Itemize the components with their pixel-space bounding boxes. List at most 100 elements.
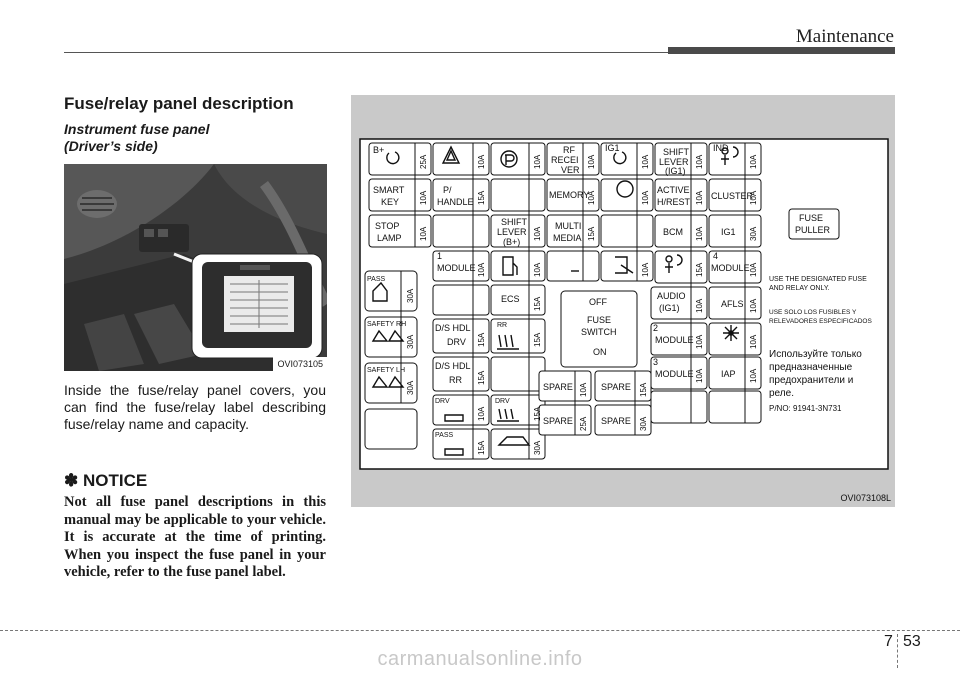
amp-10a-ig1: 10A xyxy=(641,154,650,169)
cell-shift-lever-b xyxy=(490,214,546,248)
instruction-en-1: USE THE DESIGNATED FUSE xyxy=(769,276,867,283)
pass-seat-icon xyxy=(372,281,388,302)
label-safety-rh: SAFETY RH xyxy=(367,321,406,328)
cell-hazard xyxy=(432,142,490,176)
amp-10a-module1: 10A xyxy=(477,262,486,277)
label-memory: MEMORY xyxy=(549,190,589,200)
amp-10a-audio: 10A xyxy=(695,298,704,313)
cell-blank-4 xyxy=(490,178,546,212)
notice-title: ✽ NOTICE xyxy=(64,471,148,490)
footer-separator xyxy=(897,634,898,668)
amp-10a-spare1: 10A xyxy=(579,382,588,397)
amp-10a-hrest: 10A xyxy=(695,190,704,205)
cell-afls xyxy=(708,286,762,320)
amp-10a-shiftb: 10A xyxy=(533,226,542,241)
label-drv-small-1: DRV xyxy=(435,398,450,405)
label-drv: DRV xyxy=(447,337,466,347)
label-h-rest: H/REST xyxy=(657,197,691,207)
amp-10a-fuel: 10A xyxy=(533,262,542,277)
label-module-2: MODULE xyxy=(655,335,694,345)
label-audio: AUDIO xyxy=(657,291,686,301)
sub-title-line1: Instrument fuse panel xyxy=(64,121,210,137)
label-multi: MULTI xyxy=(555,221,581,231)
fuse-puller xyxy=(788,208,840,240)
amp-15a-ecs: 15A xyxy=(533,296,542,311)
label-active: ACTIVE xyxy=(657,185,690,195)
label-ds-hdl-2: D/S HDL xyxy=(435,361,471,371)
amp-25a-b-plus: 25A xyxy=(419,154,428,169)
amp-30a-pass: 30A xyxy=(406,288,415,303)
label-handle: HANDLE xyxy=(437,197,474,207)
epb-icon xyxy=(500,150,518,168)
cell-ds-hdl-drv xyxy=(432,318,490,354)
amp-15a-drvheat: 15A xyxy=(533,406,542,421)
instruction-ru-4: реле. xyxy=(769,388,794,399)
label-pass: PASS xyxy=(367,276,385,283)
cell-memory xyxy=(546,178,600,212)
cell-ac xyxy=(708,322,762,356)
cell-spare-2 xyxy=(538,404,592,436)
label-ver: VER xyxy=(561,165,580,175)
cell-multi-media xyxy=(546,214,600,248)
cell-p-handle xyxy=(432,178,490,212)
amp-10a-module2: 10A xyxy=(695,334,704,349)
fuse-diagram-panel: B+ SMART KEY STOP LAMP P/ HANDLE SHIFT L… xyxy=(351,95,895,507)
label-ig1-paren: (IG1) xyxy=(665,166,686,176)
b-plus-icon xyxy=(386,151,400,165)
label-lever-b: LEVER xyxy=(497,227,527,237)
amp-10a-module3: 10A xyxy=(695,368,704,383)
label-key: KEY xyxy=(381,197,399,207)
cell-ig1 xyxy=(600,142,654,176)
amp-10a-module4: 10A xyxy=(749,262,758,277)
label-p-slash: P/ xyxy=(443,185,452,195)
amp-10a-bcm: 10A xyxy=(695,226,704,241)
amp-10a-cluster: 10A xyxy=(749,190,758,205)
drv-heater-icon xyxy=(497,408,519,422)
label-spare-1: SPARE xyxy=(543,382,573,392)
cell-airbag xyxy=(654,250,708,284)
dashboard-photo-illustration xyxy=(64,164,327,371)
label-rr: RR xyxy=(449,375,462,385)
cell-blank-2 xyxy=(432,214,490,248)
label-ds-hdl-1: D/S HDL xyxy=(435,323,471,333)
cell-shift-lever-ig1 xyxy=(654,142,708,176)
fuse-panel-diagram: B+ SMART KEY STOP LAMP P/ HANDLE SHIFT L… xyxy=(359,138,889,470)
label-media: MEDIA xyxy=(553,233,582,243)
cell-drv-lock xyxy=(432,394,490,426)
body-paragraph: Inside the fuse/relay panel covers, you … xyxy=(64,382,326,432)
fold-icon xyxy=(615,256,634,274)
label-safety-lh: SAFETY LH xyxy=(367,367,405,374)
section-title: Fuse/relay panel description xyxy=(64,94,294,113)
dashboard-photo: OVI073105 xyxy=(64,164,327,371)
label-n4: 4 xyxy=(713,251,718,261)
drv-lock-icon xyxy=(444,414,464,422)
cell-blank-7 xyxy=(600,214,654,248)
instruction-es-2: RELEVADORES ESPECIFICADOS xyxy=(769,318,872,325)
ig1-icon xyxy=(613,151,627,165)
label-fuse-word: FUSE xyxy=(587,315,611,325)
amp-30a-trunk: 30A xyxy=(533,440,542,455)
label-n3: 3 xyxy=(653,357,658,367)
amp-25a-spare2: 25A xyxy=(579,416,588,431)
label-iap: IAP xyxy=(721,369,736,379)
cell-module-3 xyxy=(650,356,708,390)
label-cluster: CLUSTER xyxy=(711,191,754,201)
watermark: carmanualsonline.info xyxy=(377,648,583,670)
cell-blank-9 xyxy=(708,390,762,424)
cell-blank-5 xyxy=(490,356,546,392)
fuse-switch xyxy=(560,290,638,368)
amp-15a-airbag: 15A xyxy=(695,262,704,277)
label-off: OFF xyxy=(589,297,607,307)
instruction-ru-1: Используйте только xyxy=(769,349,862,360)
cell-iap xyxy=(708,356,762,390)
cell-rf-receiver xyxy=(546,142,600,176)
amp-10a-smart: 10A xyxy=(419,190,428,205)
label-bcm: BCM xyxy=(663,227,683,237)
label-rf: RF xyxy=(563,145,575,155)
amp-10a-ind: 10A xyxy=(749,154,758,169)
label-n1: 1 xyxy=(437,251,442,261)
footer-dashed-rule xyxy=(0,630,960,631)
label-module-1: MODULE xyxy=(437,263,476,273)
label-afls: AFLS xyxy=(721,299,744,309)
label-bplus-paren: (B+) xyxy=(503,237,520,247)
